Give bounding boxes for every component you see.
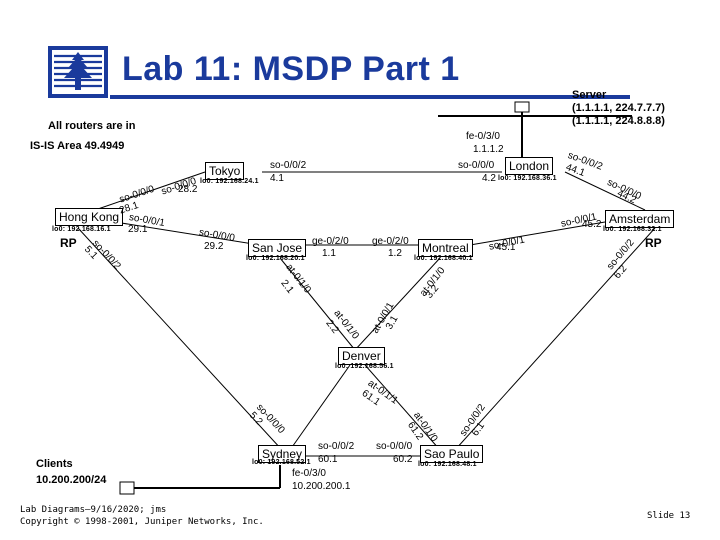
clients-subnet: 10.200.200/24 xyxy=(36,474,107,486)
clients-host xyxy=(119,481,135,495)
link-hongkong-tokyo xyxy=(94,171,206,211)
server-host xyxy=(514,101,530,113)
router-saopaulo[interactable]: Sao Paulo xyxy=(420,445,484,463)
router-hongkong[interactable]: Hong Kong xyxy=(55,208,124,226)
link-denver-saopaulo xyxy=(364,364,441,451)
if-syd-601: 60.1 xyxy=(318,454,338,465)
router-hongkong-lo: lo0: 192.168.16.1 xyxy=(52,226,111,233)
link-london-amsterdam xyxy=(564,171,646,211)
server-line3: (1.1.1.1, 224.8.8.8) xyxy=(572,115,665,127)
if-sj-ge020: ge-0/2/0 xyxy=(312,236,349,247)
router-saopaulo-name: Sao Paulo xyxy=(424,447,480,461)
clients-ip: 10.200.200.1 xyxy=(292,481,351,492)
router-london-name: London xyxy=(509,159,550,173)
router-denver-name: Denver xyxy=(342,349,381,363)
if-tokyo-292: 29.2 xyxy=(204,241,224,252)
slide-title: Lab 11: MSDP Part 1 xyxy=(122,50,460,88)
router-sydney-lo: lo0: 192.168.52.1 xyxy=(252,459,311,466)
server-ip: 1.1.1.2 xyxy=(473,144,504,155)
server-line2: (1.1.1.1, 224.7.7.7) xyxy=(572,102,665,114)
if-sp-602: 60.2 xyxy=(393,454,413,465)
router-sydney[interactable]: Sydney xyxy=(258,445,307,463)
if-sj-11: 1.1 xyxy=(322,248,336,259)
link-montreal-denver xyxy=(354,257,441,351)
if-mtl-451: 45.1 xyxy=(496,242,516,253)
router-montreal-name: Montreal xyxy=(422,241,469,255)
if-hk-291: 29.1 xyxy=(128,224,148,235)
router-sanjose-lo: lo0: 192.168.20.1 xyxy=(246,255,305,262)
clients-label: Clients xyxy=(36,458,73,470)
router-amsterdam[interactable]: Amsterdam xyxy=(605,210,675,228)
router-hongkong-name: Hong Kong xyxy=(59,210,120,224)
router-saopaulo-lo: lo0: 192.168.48.1 xyxy=(418,461,477,468)
if-sp-so000: so-0/0/0 xyxy=(376,441,413,452)
router-london[interactable]: London xyxy=(505,157,554,175)
link-hongkong-sydney xyxy=(77,227,283,451)
clients-fe: fe-0/3/0 xyxy=(292,468,326,479)
router-denver-lo: lo0: 192.168.56.1 xyxy=(335,363,394,370)
link-montreal-amsterdam xyxy=(469,221,606,246)
router-sanjose-name: San Jose xyxy=(252,241,303,255)
title-underline xyxy=(110,95,630,99)
if-london-so000: so-0/0/0 xyxy=(458,160,495,171)
if-tokyo-41: 4.1 xyxy=(270,173,284,184)
if-tokyo-282: 28.2 xyxy=(178,184,198,195)
if-syd-so002: so-0/0/2 xyxy=(318,441,355,452)
if-london-42: 4.2 xyxy=(482,173,496,184)
note-line2: IS-IS Area 49.4949 xyxy=(30,140,125,152)
slide-number: Slide 13 xyxy=(647,511,691,521)
rp-hongkong: RP xyxy=(60,236,77,250)
rp-amsterdam: RP xyxy=(645,236,662,250)
note-line1: All routers are in xyxy=(48,120,136,132)
juniper-logo xyxy=(48,46,108,98)
if-tokyo-so002: so-0/0/2 xyxy=(270,160,307,171)
router-tokyo-lo: lo0: 192.168.24.1 xyxy=(200,178,259,185)
router-tokyo-name: Tokyo xyxy=(209,164,241,178)
server-label: Server xyxy=(572,89,607,101)
router-montreal-lo: lo0: 192.168.40.1 xyxy=(414,255,473,262)
footer-line1: Lab Diagrams—9/16/2020; jms xyxy=(20,505,167,515)
router-london-lo: lo0: 192.168.36.1 xyxy=(498,175,557,182)
router-montreal[interactable]: Montreal xyxy=(418,239,473,257)
link-denver-sydney xyxy=(289,364,351,451)
if-mtl-12: 1.2 xyxy=(388,248,402,259)
link-amsterdam-saopaulo xyxy=(454,227,656,451)
footer-line2: Copyright © 1998-2001, Juniper Networks,… xyxy=(20,517,264,527)
router-amsterdam-lo: lo0: 192.168.32.1 xyxy=(603,226,662,233)
if-mtl-ge020: ge-0/2/0 xyxy=(372,236,409,247)
router-sanjose[interactable]: San Jose xyxy=(248,239,307,257)
router-denver[interactable]: Denver xyxy=(338,347,385,365)
link-sanjose-denver xyxy=(279,257,356,351)
router-amsterdam-name: Amsterdam xyxy=(609,212,671,226)
link-hongkong-sanjose xyxy=(114,221,261,246)
router-sydney-name: Sydney xyxy=(262,447,303,461)
if-ams-452: 45.2 xyxy=(582,219,602,230)
router-tokyo[interactable]: Tokyo xyxy=(205,162,245,180)
server-fe: fe-0/3/0 xyxy=(466,131,500,142)
